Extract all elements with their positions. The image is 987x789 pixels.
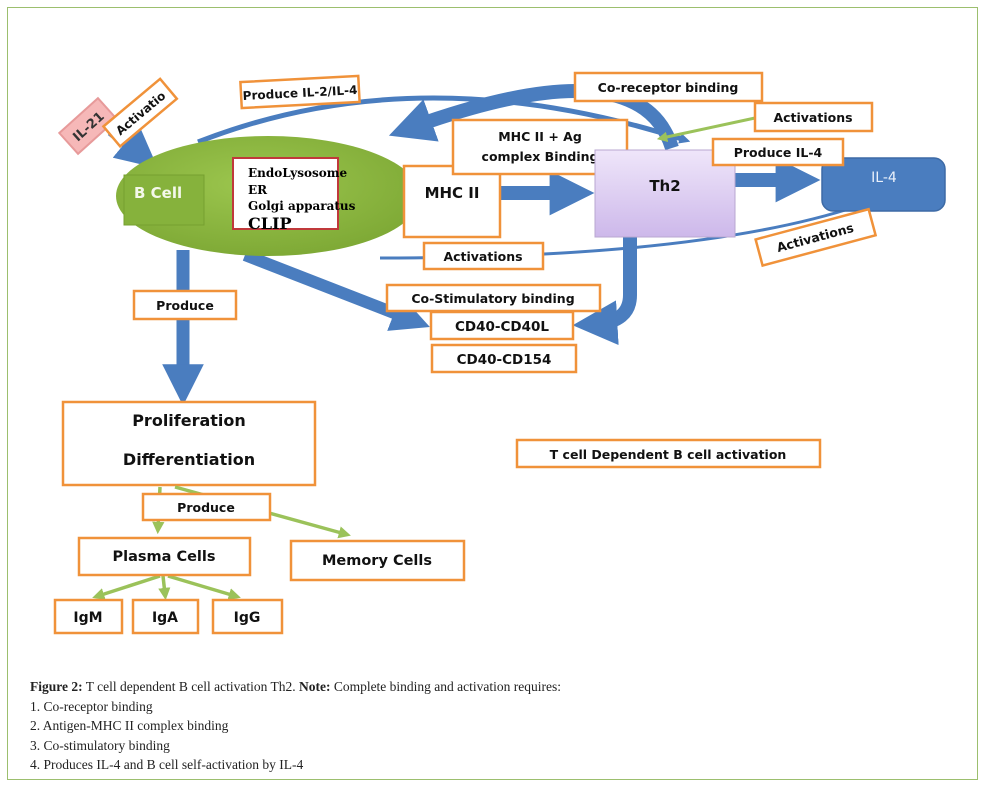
co-receptor-box: Co-receptor binding [573, 71, 764, 103]
produce-il4-label: Produce IL-4 [734, 145, 823, 160]
proliferation-label: Proliferation [132, 411, 246, 430]
il4-box: IL-4 [821, 157, 946, 212]
cd40-cd40l-box: CD40-CD40L [429, 310, 575, 341]
cd40-cd154-label: CD40-CD154 [457, 352, 552, 368]
produce-bottom-label: Produce [177, 500, 235, 515]
igg-box: IgG [211, 598, 284, 635]
green-arrow-to-iga [158, 575, 171, 601]
produce-il2-il4-label: Produce IL-2/IL-4 [242, 83, 357, 103]
figure-label: Figure 2: [30, 679, 83, 694]
igm-box: IgM [53, 598, 124, 635]
activation-il21-box: Activatio [101, 77, 179, 149]
produce-left-label: Produce [156, 298, 214, 313]
co-stimulatory-box: Co-Stimulatory binding [385, 283, 602, 313]
produce-left-box: Produce [132, 289, 238, 321]
b-cell-label: B Cell [134, 184, 182, 202]
arrow-th2-cd40 [572, 237, 637, 346]
caption-item: 3. Co-stimulatory binding [30, 737, 170, 753]
b-cell-label-box [123, 174, 205, 226]
title-box-label: T cell Dependent B cell activation [550, 447, 787, 462]
caption-heading: Figure 2: T cell dependent B cell activa… [30, 677, 561, 697]
cd40-cd154-box: CD40-CD154 [430, 343, 578, 374]
green-arrow-to-igm [92, 574, 161, 600]
activations-mid-label: Activations [443, 249, 522, 264]
produce-bottom-box: Produce [141, 492, 272, 522]
iga-box: IgA [131, 598, 200, 635]
memory-cells-label: Memory Cells [322, 553, 432, 569]
cd40-cd40l-label: CD40-CD40L [455, 319, 549, 335]
activations-top-label: Activations [773, 110, 852, 125]
note-text: Complete binding and activation requires… [333, 679, 562, 694]
igm-label: IgM [73, 610, 102, 626]
memory-cells-box: Memory Cells [289, 539, 466, 582]
produce-il2-il4-box: Produce IL-2/IL-4 [239, 74, 361, 110]
figure-frame [7, 7, 978, 780]
figure-text: T cell dependent B cell activation Th2. [85, 679, 296, 694]
caption-item: 4. Produces IL-4 and B cell self-activat… [30, 757, 304, 772]
activations-top-box: Activations [753, 101, 874, 133]
organelles-box: EndoLysosome ER Golgi apparatus CLIP [232, 157, 356, 233]
produce-il4-box: Produce IL-4 [711, 137, 845, 167]
mhc2-box: MHC II [402, 164, 502, 239]
organelle-endolysosome: EndoLysosome [248, 166, 347, 180]
caption-item: 1. Co-receptor binding [30, 698, 153, 714]
th2-label: Th2 [649, 177, 680, 195]
green-arrow-activation-th2 [656, 116, 756, 143]
note-label: Note: [298, 679, 331, 694]
differentiation-label: Differentiation [123, 450, 255, 469]
organelle-clip: CLIP [248, 214, 292, 233]
title-box: T cell Dependent B cell activation [515, 438, 822, 469]
iga-label: IgA [152, 610, 178, 626]
organelle-golgi: Golgi apparatus [248, 199, 356, 213]
arrow-bcell-cd40 [242, 249, 430, 331]
co-stimulatory-label: Co-Stimulatory binding [411, 291, 574, 306]
organelle-er: ER [248, 183, 268, 197]
mhc2-ag-line2: complex Binding [482, 149, 599, 164]
igg-label: IgG [234, 610, 261, 626]
mhc2-label: MHC II [425, 184, 480, 202]
th2-box: Th2 [594, 149, 736, 238]
green-arrow-to-igg [167, 574, 241, 601]
co-receptor-label: Co-receptor binding [598, 80, 739, 95]
caption-item: 2. Antigen-MHC II complex binding [30, 718, 229, 733]
plasma-cells-label: Plasma Cells [112, 549, 215, 565]
mhc2-ag-line1: MHC II + Ag [498, 129, 582, 144]
figure-caption: Figure 2: T cell dependent B cell activa… [30, 677, 561, 775]
activations-mid-box: Activations [422, 241, 545, 271]
il4-label: IL-4 [871, 170, 897, 186]
proliferation-box: Proliferation Differentiation [61, 400, 317, 487]
plasma-cells-box: Plasma Cells [77, 536, 252, 577]
